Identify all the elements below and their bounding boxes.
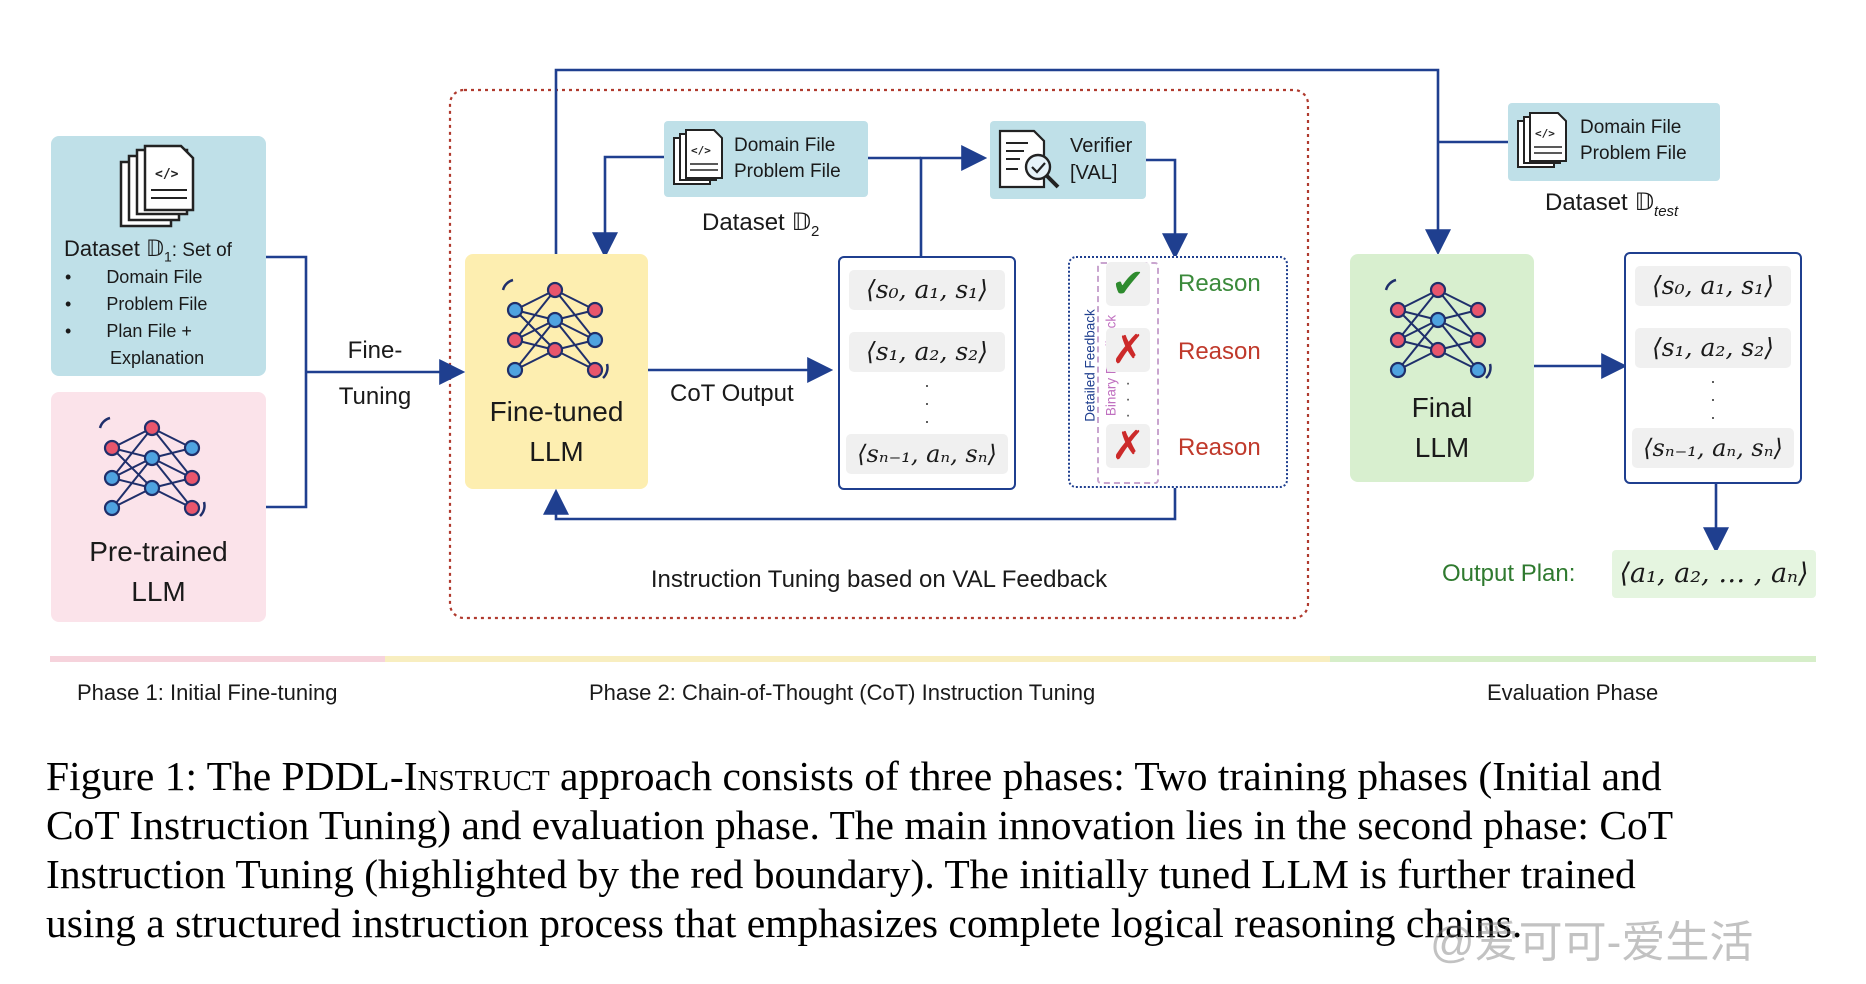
neural-network-icon	[98, 416, 206, 517]
ellipsis-dots: ···	[1125, 375, 1131, 424]
dataset1-list: • Domain File • Problem File • Plan File…	[65, 264, 207, 372]
phase2-bar	[385, 656, 1330, 662]
cot-step: ⟨sₙ₋₁, aₙ, sₙ⟩	[846, 434, 1008, 474]
reason-text: Reason	[1178, 270, 1261, 297]
watermark: @爱可可-爱生活	[1430, 918, 1754, 967]
list-item: • Domain File	[65, 267, 203, 287]
dataset2-label: Dataset 𝔻2	[702, 209, 820, 240]
ellipsis-dots: ···	[924, 375, 930, 431]
cot-step: ⟨s₀, a₁, s₁⟩	[1635, 266, 1791, 306]
pretrained-label: Pre-trained LLM	[89, 536, 228, 607]
output-plan-value: ⟨a₁, a₂, … , aₙ⟩	[1612, 550, 1816, 598]
verifier-to-feedback-arrow	[1146, 158, 1188, 260]
cross-icon: ✗	[1106, 328, 1150, 372]
cot-sequence-box: ⟨s₀, a₁, s₁⟩ ⟨s₁, a₂, s₂⟩ ··· ⟨sₙ₋₁, aₙ,…	[838, 256, 1016, 490]
cot-step: ⟨s₀, a₁, s₁⟩	[849, 270, 1005, 310]
test-dataset-box: </> Domain File Problem File	[1508, 103, 1720, 181]
ellipsis-dots: ···	[1710, 371, 1716, 427]
dataset2-to-finetuned-arrow	[592, 155, 666, 259]
list-item: • Problem File	[65, 294, 208, 314]
cot-step: ⟨s₁, a₂, s₂⟩	[849, 332, 1005, 372]
caption-line: Figure 1: The PDDL-Instruct approach con…	[46, 753, 1662, 799]
evaluation-phase-label: Evaluation Phase	[1487, 680, 1659, 705]
document-stack-icon: </>	[119, 144, 195, 228]
check-icon: ✔	[1106, 262, 1150, 306]
top-loop-arrow	[554, 68, 1451, 256]
cross-icon: ✗	[1106, 424, 1150, 468]
pretrained-llm-box: Pre-trained LLM	[51, 392, 266, 622]
output-plan-label: Output Plan:	[1442, 560, 1576, 587]
phase2-label: Phase 2: Chain-of-Thought (CoT) Instruct…	[589, 680, 1096, 705]
document-stack-icon: </>	[673, 129, 723, 185]
cot-to-verifier-arrow	[919, 145, 988, 256]
svg-text:</>: </>	[1535, 127, 1555, 140]
neural-network-icon	[501, 278, 609, 379]
phase1-label: Phase 1: Initial Fine-tuning	[77, 680, 338, 705]
caption-line: using a structured instruction process t…	[46, 900, 1523, 946]
test-dataset-files: Domain File Problem File	[1580, 117, 1687, 164]
caption-line: Instruction Tuning (highlighted by the r…	[46, 851, 1636, 897]
eval-cot-sequence-box: ⟨s₀, a₁, s₁⟩ ⟨s₁, a₂, s₂⟩ ··· ⟨sₙ₋₁, aₙ,…	[1624, 252, 1802, 484]
verifier-label: Verifier [VAL]	[1070, 135, 1133, 184]
dataset2-files: Domain File Problem File	[734, 135, 841, 182]
test-dataset-label: Dataset 𝔻test	[1545, 189, 1679, 220]
cot-step: ⟨s₁, a₂, s₂⟩	[1635, 328, 1791, 368]
dataset-to-merge-line	[266, 255, 308, 509]
dataset1-box: </> Dataset 𝔻1: Set of • Domain File • P…	[51, 136, 266, 376]
verifier-box: Verifier [VAL]	[990, 121, 1146, 199]
finetuned-llm-box: Fine-tuned LLM	[465, 254, 648, 489]
detailed-feedback-label: Detailed Feedback	[1082, 309, 1098, 422]
list-item: Explanation	[110, 348, 205, 368]
svg-text:</>: </>	[691, 144, 711, 157]
phase1-bar	[50, 656, 385, 662]
cot-output-label: CoT Output	[670, 380, 794, 407]
cot-step: ⟨sₙ₋₁, aₙ, sₙ⟩	[1632, 428, 1794, 468]
finetuning-label: Fine- Tuning	[338, 337, 412, 410]
final-llm-box: Final LLM	[1350, 254, 1534, 482]
feedback-box: Detailed Feedback Binary Feedback ✔ ✗ ··…	[1068, 256, 1288, 488]
reason-text: Reason	[1178, 434, 1261, 461]
loop-label: Instruction Tuning based on VAL Feedback	[650, 566, 1108, 593]
svg-text:</>: </>	[155, 167, 179, 182]
list-item: • Plan File +	[65, 321, 192, 341]
feedback-loop-arrow	[543, 488, 1177, 521]
magnifier-document-icon	[998, 129, 1060, 189]
evaluation-bar	[1330, 656, 1816, 662]
reason-text: Reason	[1178, 338, 1261, 365]
final-llm-label: Final LLM	[1411, 392, 1473, 463]
dataset1-title: Dataset 𝔻1: Set of	[64, 236, 232, 265]
connector-layer	[50, 68, 1816, 662]
finetuned-label: Fine-tuned LLM	[489, 396, 624, 467]
neural-network-icon	[1384, 278, 1492, 379]
phase2-red-boundary	[448, 88, 1310, 620]
figure-caption: Figure 1: The PDDL-Instruct approach con…	[46, 752, 1846, 948]
dataset2-box: </> Domain File Problem File	[664, 121, 868, 197]
caption-line: CoT Instruction Tuning) and evaluation p…	[46, 802, 1674, 848]
document-stack-icon: </>	[1517, 112, 1567, 168]
